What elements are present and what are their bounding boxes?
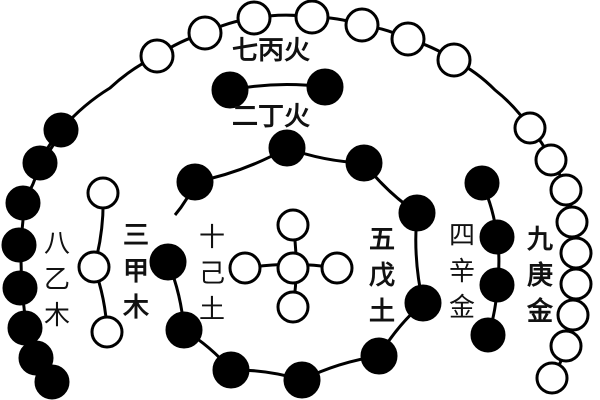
metal-4-yin-dot — [479, 267, 515, 303]
wood-3-yang-dot — [77, 250, 111, 284]
wood-8-yin-dot — [1, 227, 37, 263]
label-fire-inner: 二丁火 — [232, 102, 311, 132]
earth-10-yin-dot — [404, 284, 442, 322]
earth-10-yin-dot — [165, 311, 203, 349]
wood-3-yang-dot — [86, 176, 120, 210]
fire-7-yang-dot — [436, 42, 472, 78]
fire-7-yang-dot — [294, 0, 330, 35]
wood-8-yin-dot — [2, 270, 38, 306]
earth-10-yin-dot — [268, 129, 306, 167]
metal-9-yang-dot — [559, 236, 593, 270]
metal-4-yin-dot — [470, 317, 506, 353]
earth-10-yin-dot — [360, 337, 398, 375]
metal-9-yang-dot — [559, 267, 593, 301]
metal-9-yang-dot — [513, 111, 547, 145]
fire-2-yin-dot — [211, 71, 249, 109]
earth-10-yin-dot — [283, 361, 321, 399]
metal-9-yang-dot — [535, 361, 569, 395]
outer-left-top-line — [38, 54, 158, 164]
wood-8-yin-dot — [22, 145, 58, 181]
earth-10-yin-dot — [345, 144, 383, 182]
label-wood-inner: 三甲木 — [122, 221, 149, 323]
metal-9-yang-dot — [549, 173, 583, 207]
label-earth-inner: 十己土 — [198, 223, 225, 325]
label-wood-outer: 八乙木 — [43, 229, 70, 331]
wood-8-yin-dot — [18, 340, 54, 376]
metal-4-line — [480, 182, 501, 336]
label-earth-outer: 五戊土 — [368, 225, 395, 327]
fire-7-yang-dot — [344, 7, 380, 43]
metal-4-yin-dot — [464, 165, 500, 201]
earth-5-yang-dot — [276, 251, 310, 285]
earth-10-yin-dot — [176, 163, 214, 201]
earth-5-yang-dot — [320, 251, 354, 285]
wood-8-yin-dot — [5, 185, 41, 221]
label-metal-outer: 九庚金 — [526, 225, 553, 327]
earth-5-yang-dot — [228, 251, 262, 285]
fire-7-yang-dot — [390, 21, 426, 57]
earth-10-yin-dot — [212, 351, 250, 389]
earth-5-yang-dot — [276, 208, 310, 242]
metal-4-yin-dot — [479, 219, 515, 255]
fire-7-yang-dot — [187, 15, 223, 51]
metal-9-yang-dot — [549, 329, 583, 363]
metal-9-yang-dot — [556, 298, 590, 332]
earth-10-yin-dot — [398, 194, 436, 232]
wood-8-yin-dot — [34, 364, 70, 400]
fire-7-yang-dot — [139, 38, 175, 74]
metal-9-yang-dot — [534, 143, 568, 177]
wood-8-yin-dot — [43, 112, 79, 148]
earth-10-yin-dot — [149, 243, 187, 281]
fire-7-yang-dot — [236, 0, 272, 36]
metal-9-yang-dot — [555, 205, 589, 239]
label-fire-outer: 七丙火 — [232, 36, 311, 66]
fire-2-yin-dot — [306, 68, 344, 106]
wood-3-yang-dot — [90, 315, 124, 349]
wood-8-yin-dot — [7, 310, 43, 346]
earth-5-yang-dot — [276, 290, 310, 324]
label-metal-inner: 四辛金 — [448, 221, 475, 323]
